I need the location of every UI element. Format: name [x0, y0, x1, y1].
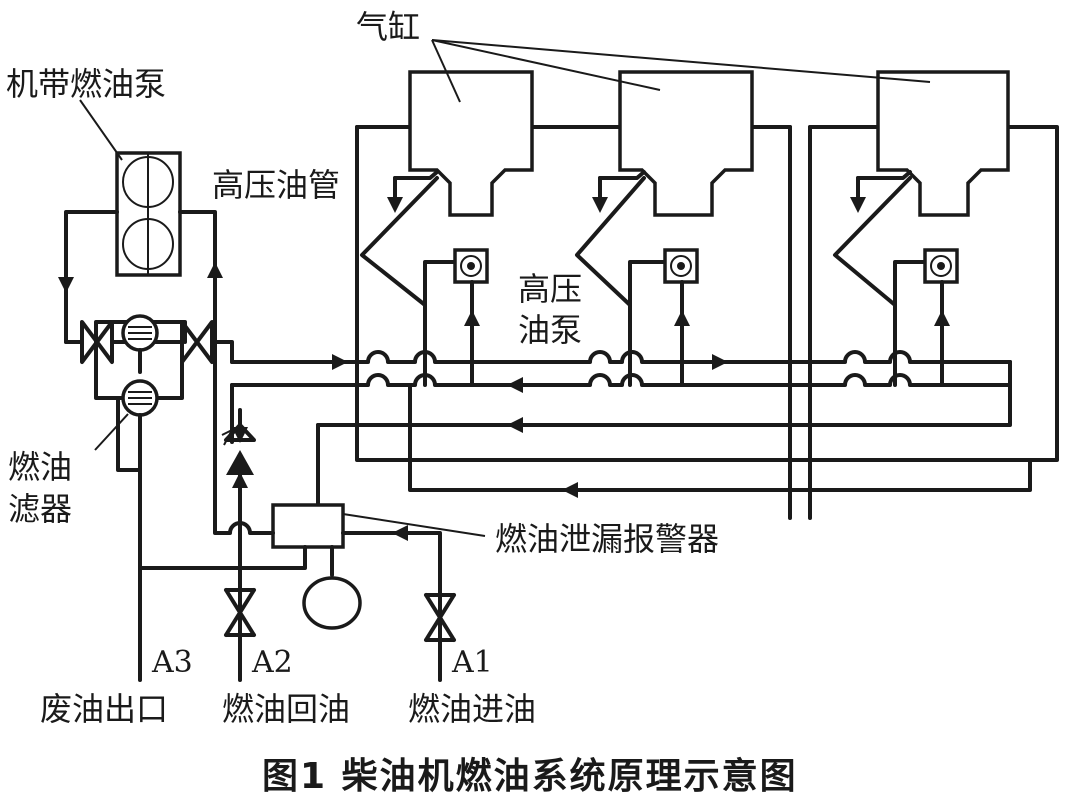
hp-pipe-label: 高压油管: [212, 166, 340, 204]
port-a2-code: A2: [251, 645, 293, 680]
port-a3-code: A3: [151, 645, 193, 680]
engine-driven-pump: [58, 99, 223, 344]
engine-pump-label: 机带燃油泵: [6, 65, 166, 103]
hp-pump-label-line1: 高压: [518, 270, 582, 308]
port-pipes: [138, 443, 456, 682]
hp-pump-label-line2: 油泵: [518, 311, 582, 349]
cylinder-1: [408, 70, 534, 217]
leak-alarm-unit: [138, 340, 486, 630]
cylinder-3: [876, 70, 1010, 217]
fuel-filter-block: [64, 314, 234, 472]
cylinder-leaders: [431, 39, 931, 103]
cylinder-2: [618, 70, 754, 217]
fuel-rails: [230, 350, 1032, 507]
port-a2-name: 燃油回油: [222, 690, 350, 728]
relief-valve: [221, 408, 256, 507]
injection-unit-1: [360, 170, 489, 387]
filter-label-line1: 燃油: [8, 448, 72, 486]
port-a1-code: A1: [451, 645, 493, 680]
leak-alarm-label: 燃油泄漏报警器: [495, 520, 719, 558]
filter-label-line2: 滤器: [8, 490, 72, 528]
port-a1-name: 燃油进油: [408, 690, 536, 728]
cylinder-label: 气缸: [356, 8, 420, 46]
port-a3-name: 废油出口: [40, 690, 168, 728]
figure-caption: 图1 柴油机燃油系统原理示意图: [262, 756, 798, 797]
injection-unit-3: [833, 170, 959, 387]
injection-unit-2: [575, 170, 699, 387]
